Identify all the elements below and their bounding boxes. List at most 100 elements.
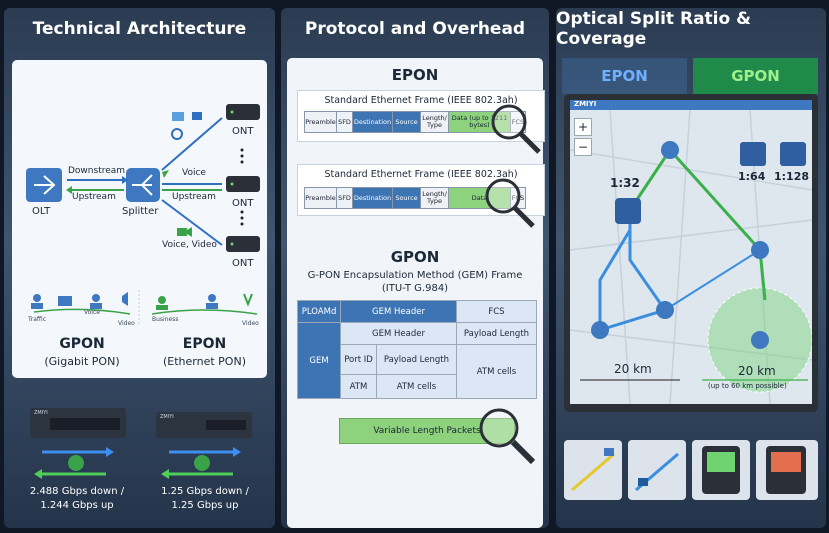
power-meter-image [692,440,750,500]
ports-icon [50,418,120,430]
gpon-heading: GPON [390,248,440,266]
router-node-icon [661,141,679,159]
voice-small-label: Voice [84,309,100,316]
ports-icon [206,420,246,430]
payload-length-cell: Payload Length [455,322,538,345]
splitter-icon [126,168,160,202]
zoom-in-button[interactable]: + [574,118,592,136]
ont-device-icon [226,236,260,252]
speaker-icon [122,292,128,306]
device-brand: ZMIYI [160,414,174,420]
video-small-label-2: Video [242,320,259,327]
traffic-label: Traffic [28,316,47,323]
router-node-icon [751,331,769,349]
gem-title-2: (ITU-T G.984) [381,283,449,294]
video-camera-icon [177,227,192,237]
frame-field: FCS [511,112,525,132]
frame-title: Standard Ethernet Frame (IEEE 802.3ah) [324,95,518,106]
epon-speed-line-1: 1.25 Gbps down / [161,486,249,497]
architecture-diagram-card: OLT Splitter Downstream Upstream Voice U… [12,60,267,378]
downstream-label: Downstream [68,166,126,176]
frame-field: Source [393,112,421,132]
panel-title: Optical Split Ratio & Coverage [556,9,751,49]
tab-epon[interactable]: EPON [562,58,687,94]
frame-field: Length/ Type [421,188,449,208]
splitter-node-icon [780,142,806,166]
frame-field: Length/ Type [421,112,449,132]
computer-icon [172,112,184,121]
frame-field: Source [393,188,421,208]
phone-icon [171,128,183,140]
protocol-card: EPON Standard Ethernet Frame (IEEE 802.3… [287,58,545,528]
gem-header-top-cell: GEM Header [340,300,457,323]
power-meter-icon [766,446,806,494]
tab-gpon[interactable]: GPON [693,58,818,94]
voice-icon [90,294,102,309]
gem-cell: GEM [296,322,342,399]
ont-label: ONT [232,258,254,269]
frame-field: Data [449,188,511,208]
splitter-node-icon [740,142,766,166]
upstream-label-right: Upstream [172,192,216,202]
gpon-speed-line-1: 2.488 Gbps down / [29,486,125,497]
frame-field: Preamble [305,112,337,132]
gpon-label: GPON [59,336,105,352]
magnifier-icon [491,104,541,154]
gem-header-cell: GEM Header [340,322,457,345]
panel-title: Protocol and Overhead [304,19,526,39]
gpon-distance: 20 km [738,364,776,378]
brand-label: ZMIYI [574,100,597,108]
ont-device-icon [226,104,260,120]
epon-heading: EPON [391,66,439,84]
person-icon [206,294,218,309]
olt-icon [26,168,62,202]
zoom-out-button[interactable]: − [574,138,592,156]
device-brand: ZMIYI [34,410,48,416]
traffic-icon [31,294,43,309]
split-ratio-coverage-panel: Optical Split Ratio & Coverage EPON GPON… [556,8,826,528]
port-id-cell: Port ID [340,344,377,375]
frame-field: Data (up to 1211 bytes) [449,112,511,132]
fiber-connector-image [564,440,622,500]
gpon-distance-note: (up to 60 km possible) [708,382,787,390]
video-small-label: Video [118,320,135,327]
sync-icon [194,455,210,471]
atm-cell: ATM [340,374,377,399]
olt-label: OLT [32,206,51,217]
upstream-label: Upstream [72,192,116,202]
fcs-cell: FCS [455,300,538,323]
epon-speed-line-2: 1.25 Gbps up [171,500,239,511]
video-signal-icon [243,293,253,307]
frame-field: Preamble [305,188,337,208]
atm-cells-small-cell: ATM cells [375,374,457,399]
map-graphics [570,110,812,404]
payload-length-cell-2: Payload Length [375,344,457,375]
tablet-status-bar: ZMIYI [570,100,812,110]
frame-field: SFD [337,112,353,132]
voice-video-label: Voice, Video [162,240,217,250]
ont-label: ONT [232,126,254,137]
protocol-overhead-panel: Protocol and Overhead EPON Standard Ethe… [281,8,549,528]
tablet-device: ZMIYI + − [564,94,818,412]
magnifier-icon [479,408,536,465]
frame-field: Destination [353,112,393,132]
router-node-icon [591,321,609,339]
monitor-icon [58,296,72,306]
coverage-map[interactable]: + − 1:32 1:64 1:128 20 km 20 km (up to 6… [570,110,812,404]
frame-field: SFD [337,188,353,208]
magnifier-icon [485,178,535,228]
splitter-node-icon [615,198,641,224]
voice-label: Voice [182,168,206,178]
business-label: Business [152,316,179,323]
split-ratio-epon: 1:32 [610,176,640,190]
fiber-connector-image [628,440,686,500]
panel-title: Technical Architecture [32,19,247,39]
fiber-cable-icon [571,448,615,492]
power-meter-image [756,440,818,500]
technical-architecture-panel: Technical Architecture [4,8,275,528]
ethernet-frame-2: Standard Ethernet Frame (IEEE 802.3ah) P… [297,164,545,216]
business-icon [156,296,168,310]
ploam-cell: PLOAMd [296,300,342,323]
split-ratio-gpon-2: 1:128 [774,170,810,183]
download-icon [68,455,84,471]
